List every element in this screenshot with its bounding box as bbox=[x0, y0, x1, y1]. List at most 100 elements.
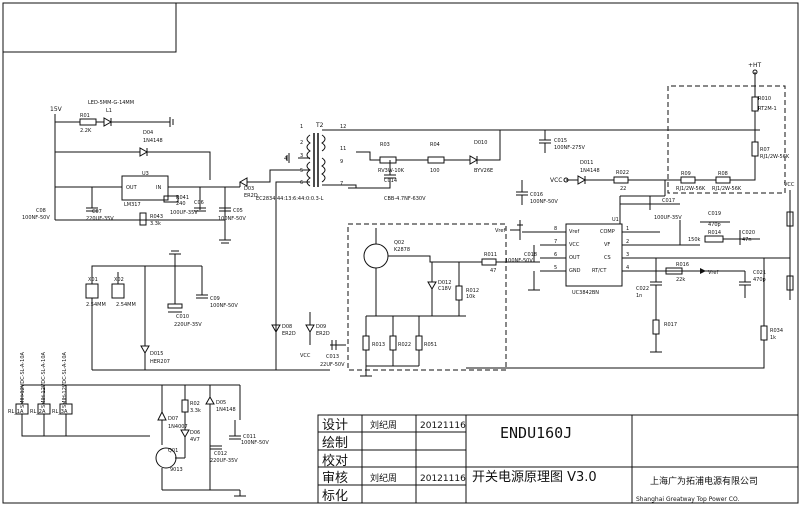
svg-text:C011: C011 bbox=[243, 434, 256, 440]
svg-text:RT/CT: RT/CT bbox=[592, 268, 607, 274]
company-name-en: Shanghai Greatway Top Power CO. bbox=[636, 496, 739, 503]
svg-text:X02: X02 bbox=[114, 277, 124, 283]
transformer-t2: T2 1 2 3 5 6 12 11 9 7 4 EC2834.44:13:6:… bbox=[256, 122, 500, 370]
svg-text:CBB-4.7NF-630V: CBB-4.7NF-630V bbox=[384, 196, 426, 202]
relay-driver: R02 3.3k D05 1N4148 D07 1N4007 D06 4V7 Q… bbox=[155, 384, 269, 497]
svg-text:470p: 470p bbox=[708, 222, 721, 228]
title-block: 设计 绘制 校对 审核 标化 刘纪周 20121116 刘纪周 20121116… bbox=[317, 414, 799, 504]
svg-text:C015: C015 bbox=[554, 138, 567, 144]
svg-text:1N4007: 1N4007 bbox=[168, 424, 188, 430]
svg-text:3: 3 bbox=[300, 153, 303, 159]
svg-text:4: 4 bbox=[626, 265, 629, 271]
svg-text:C021: C021 bbox=[753, 270, 766, 276]
svg-text:RL_1A: RL_1A bbox=[8, 409, 24, 415]
company-name-cn: 上海广为拓浦电源有限公司 bbox=[650, 475, 758, 487]
svg-text:1n: 1n bbox=[636, 293, 642, 299]
svg-text:RV3W-10K: RV3W-10K bbox=[378, 168, 405, 174]
svg-text:K2878: K2878 bbox=[394, 247, 410, 253]
x01-connector bbox=[85, 283, 99, 299]
svg-text:SMIH-12VDC-SL-A-10A: SMIH-12VDC-SL-A-10A bbox=[20, 352, 26, 408]
svg-text:ER2D: ER2D bbox=[244, 193, 258, 199]
svg-text:R08: R08 bbox=[718, 171, 728, 177]
svg-text:Q02: Q02 bbox=[394, 240, 404, 246]
svg-text:C020: C020 bbox=[742, 230, 755, 236]
svg-text:7: 7 bbox=[340, 181, 343, 187]
svg-text:D07: D07 bbox=[168, 416, 178, 422]
svg-text:1: 1 bbox=[300, 124, 303, 130]
d03-diode-icon bbox=[238, 177, 248, 187]
svg-text:R034: R034 bbox=[770, 328, 783, 334]
svg-text:R013: R013 bbox=[372, 342, 385, 348]
svg-text:C08: C08 bbox=[36, 208, 46, 214]
designer-name: 刘纪周 bbox=[370, 419, 397, 431]
r01-resistor bbox=[79, 118, 97, 126]
svg-text:R09: R09 bbox=[681, 171, 691, 177]
svg-text:C07: C07 bbox=[92, 209, 102, 215]
svg-text:2: 2 bbox=[300, 140, 303, 146]
svg-text:150k: 150k bbox=[688, 237, 701, 243]
svg-text:100NF-275V: 100NF-275V bbox=[554, 145, 586, 151]
d05-diode-icon bbox=[205, 395, 215, 405]
svg-text:U3: U3 bbox=[142, 171, 149, 177]
svg-text:D015: D015 bbox=[150, 351, 163, 357]
svg-text:COMP: COMP bbox=[600, 229, 615, 235]
d011-diode-icon bbox=[577, 175, 587, 185]
svg-text:D03: D03 bbox=[244, 186, 254, 192]
d06-zener-icon bbox=[180, 429, 190, 439]
svg-text:100NF-50V: 100NF-50V bbox=[210, 303, 238, 309]
svg-text:R051: R051 bbox=[424, 342, 437, 348]
row-label-standard: 标化 bbox=[322, 489, 348, 504]
d04-diode-icon bbox=[139, 147, 149, 157]
svg-text:7: 7 bbox=[554, 239, 557, 245]
svg-text:R022: R022 bbox=[616, 170, 629, 176]
connector-block: X01 X02 2.54MM 2.54MM C010 220UF-35V C09… bbox=[85, 250, 346, 371]
svg-text:2.54MM: 2.54MM bbox=[86, 302, 106, 308]
svg-text:LM317: LM317 bbox=[124, 202, 141, 208]
svg-text:R017: R017 bbox=[664, 322, 677, 328]
svg-text:C05: C05 bbox=[233, 208, 243, 214]
svg-text:D06: D06 bbox=[190, 430, 200, 436]
svg-text:Vref: Vref bbox=[708, 270, 718, 276]
svg-text:1k: 1k bbox=[770, 335, 776, 341]
svg-text:IN: IN bbox=[156, 185, 161, 191]
svg-text:C014: C014 bbox=[384, 178, 397, 184]
svg-text:D08: D08 bbox=[282, 324, 292, 330]
svg-text:6: 6 bbox=[300, 180, 303, 186]
svg-text:220UF-35V: 220UF-35V bbox=[174, 322, 202, 328]
svg-text:R016: R016 bbox=[676, 262, 689, 268]
mosfet-block: Q02 K2878 R011 47 D012 C18V R012 10k R01… bbox=[347, 223, 540, 377]
svg-text:1N4148: 1N4148 bbox=[216, 407, 236, 413]
row-label-draw: 绘制 bbox=[322, 436, 348, 451]
svg-text:3.3k: 3.3k bbox=[150, 221, 161, 227]
svg-text:D05: D05 bbox=[216, 400, 226, 406]
d08-diode-icon bbox=[271, 324, 281, 334]
svg-text:VCC: VCC bbox=[784, 182, 795, 188]
svg-text:1: 1 bbox=[626, 226, 629, 232]
svg-text:D04: D04 bbox=[143, 130, 153, 136]
svg-text:RJ1/2W-56K: RJ1/2W-56K bbox=[760, 154, 790, 160]
svg-text:5: 5 bbox=[554, 265, 557, 271]
svg-text:R07: R07 bbox=[760, 147, 770, 153]
relay-block: SMIH-12VDC-SL-A-10A SMIH-12VDC-SL-A-10A … bbox=[8, 352, 185, 437]
svg-text:D012: D012 bbox=[438, 280, 451, 286]
regulator-block: 15V R01 2.2K LED-5MM-G-14MM L1 D04 1N414… bbox=[22, 100, 298, 244]
row-label-review: 审核 bbox=[322, 471, 348, 486]
snubber-block: R03 RV3W-10K R04 100 D010 BYV26E C014 CB… bbox=[356, 129, 760, 202]
svg-text:1N4148: 1N4148 bbox=[580, 168, 600, 174]
svg-text:47: 47 bbox=[490, 268, 496, 274]
svg-text:100UF-35V: 100UF-35V bbox=[654, 215, 682, 221]
svg-text:D010: D010 bbox=[474, 140, 487, 146]
svg-text:240: 240 bbox=[176, 201, 186, 207]
svg-text:1N4148: 1N4148 bbox=[143, 138, 163, 144]
svg-text:L1: L1 bbox=[106, 108, 112, 114]
svg-text:11: 11 bbox=[340, 146, 346, 152]
review-date: 20121116 bbox=[420, 474, 466, 484]
svg-text:R041: R041 bbox=[176, 195, 189, 201]
svg-text:4: 4 bbox=[284, 156, 287, 162]
svg-text:SMIH-12VDC-SL-A-10A: SMIH-12VDC-SL-A-10A bbox=[41, 352, 47, 408]
svg-text:3: 3 bbox=[626, 252, 629, 258]
svg-text:VCC: VCC bbox=[300, 353, 311, 359]
svg-text:+HT: +HT bbox=[748, 62, 762, 69]
ht-feedback-block: +HT R010 RT2M-1 R07 RJ1/2W-56K R08 RJ1/2… bbox=[619, 62, 790, 224]
